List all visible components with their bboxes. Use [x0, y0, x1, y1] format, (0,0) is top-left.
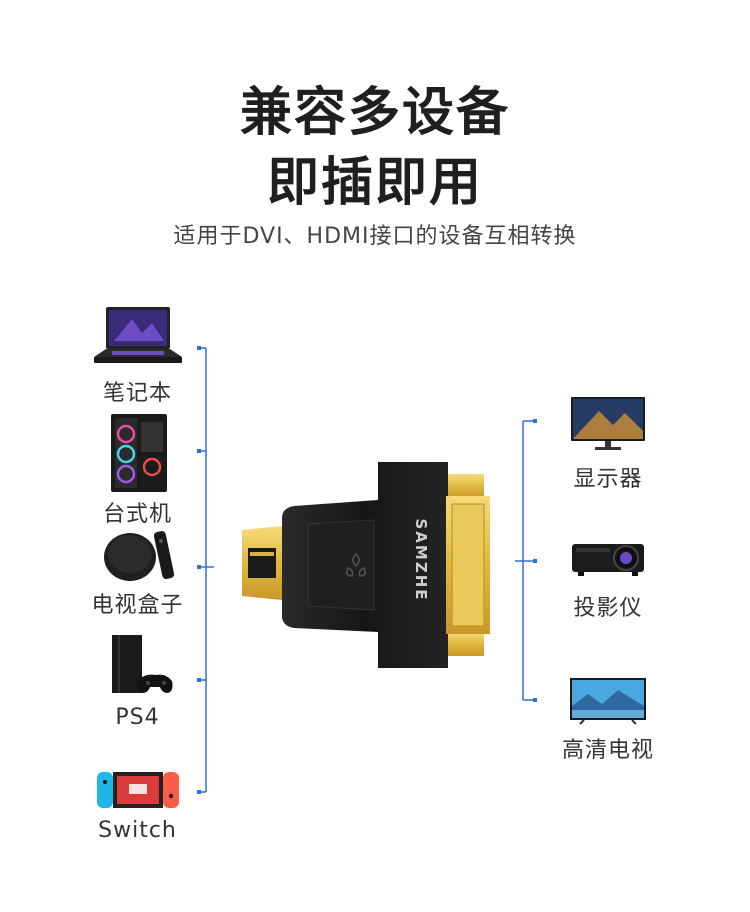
headline-line-2: 即插即用 [266, 153, 483, 213]
device-laptop: 笔记本 [80, 305, 195, 407]
projector-icon [572, 544, 644, 576]
switch-console-icon [96, 772, 179, 808]
ps4-console-icon [111, 635, 172, 693]
hdmi-dvi-adapter: SAMZHE [242, 462, 490, 668]
tv-box-icon [103, 531, 174, 581]
device-monitor: 显示器 [548, 395, 668, 493]
device-label: 高清电视 [561, 738, 654, 763]
monitor-icon [571, 397, 645, 450]
device-tv-box: 电视盒子 [80, 527, 195, 619]
device-label: 笔记本 [102, 381, 172, 406]
laptop-icon [93, 307, 182, 363]
device-label: 台式机 [102, 502, 172, 527]
hd-tv-icon [570, 678, 646, 725]
device-label: 投影仪 [573, 596, 643, 621]
subtitle: 适用于DVI、HDMI接口的设备互相转换 [173, 224, 577, 249]
device-switch: Switch [80, 770, 195, 843]
device-projector: 投影仪 [548, 538, 668, 622]
device-label: 显示器 [573, 467, 643, 492]
device-label: Switch [98, 818, 177, 843]
device-hd-tv: 高清电视 [548, 676, 668, 764]
right-connector-bracket [515, 419, 537, 702]
desktop-pc-icon [110, 414, 167, 492]
brand-text: SAMZHE [412, 518, 430, 601]
device-desktop: 台式机 [80, 412, 195, 528]
device-label: PS4 [115, 705, 160, 730]
device-ps4: PS4 [80, 633, 195, 730]
left-connector-bracket [197, 346, 214, 794]
headline-line-1: 兼容多设备 [239, 83, 510, 143]
device-label: 电视盒子 [91, 593, 184, 618]
